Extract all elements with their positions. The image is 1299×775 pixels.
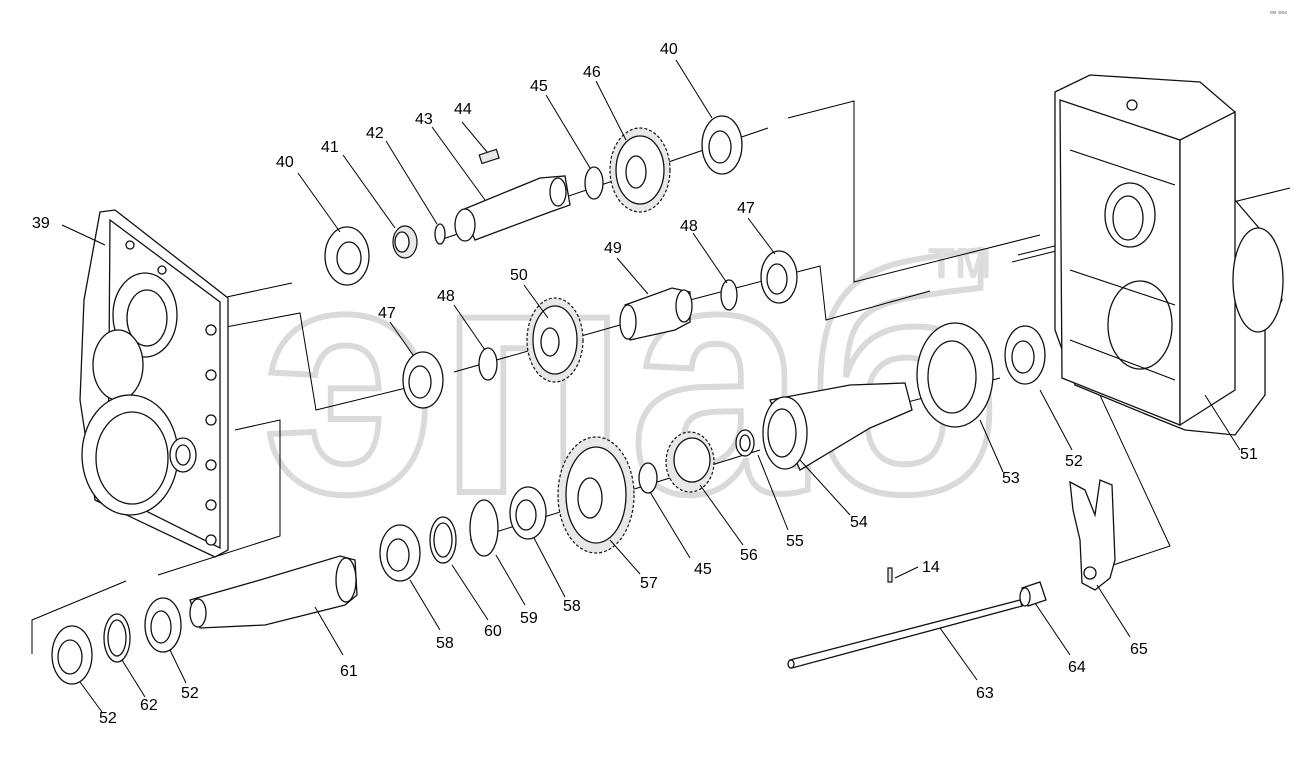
- callout-64: 64: [1068, 659, 1086, 676]
- callout-40: 40: [276, 154, 294, 171]
- pin-14: [887, 567, 893, 583]
- callout-63: 63: [976, 685, 994, 702]
- bearing-40-right: [701, 115, 743, 175]
- callout-44: 44: [454, 101, 472, 118]
- gear-56: [665, 431, 715, 493]
- shaft-43: [454, 175, 571, 242]
- callout-45: 45: [530, 78, 548, 95]
- key-44: [478, 148, 500, 165]
- callout-43: 43: [415, 111, 433, 128]
- callout-54: 54: [850, 514, 868, 531]
- front-cover-39: [79, 209, 229, 558]
- shift-fork-65: [1069, 479, 1116, 591]
- bearing-58-left: [379, 524, 421, 582]
- callout-55: 55: [786, 533, 804, 550]
- gear-50: [526, 297, 584, 383]
- callout-41: 41: [321, 139, 339, 156]
- callout-39: 39: [32, 215, 50, 232]
- watermark-tm: TM: [928, 239, 992, 288]
- callout-48: 48: [680, 218, 698, 235]
- snap-ring-42: [434, 223, 446, 245]
- callout-52: 52: [99, 710, 117, 727]
- ring-62: [103, 613, 131, 663]
- ring-55: [735, 429, 755, 457]
- callout-46: 46: [583, 64, 601, 81]
- callout-14: 14: [922, 559, 940, 576]
- snap-ring-48-right: [720, 279, 738, 311]
- callout-59: 59: [520, 610, 538, 627]
- bearing-40-left: [324, 226, 370, 286]
- callout-labels: 39 40 41 42 43 44 45 46 40 48 47 49 50 4…: [32, 41, 1258, 727]
- callout-40: 40: [660, 41, 678, 58]
- bearing-52-right: [1004, 325, 1046, 385]
- bearing-58-right: [509, 486, 547, 540]
- snap-ring-59: [469, 499, 499, 557]
- input-shaft-61: [189, 555, 358, 629]
- spacer-64: [1019, 581, 1047, 607]
- callout-57: 57: [640, 575, 658, 592]
- shift-rod-63: [787, 599, 1023, 669]
- callout-58: 58: [563, 598, 581, 615]
- callout-52: 52: [181, 685, 199, 702]
- bearing-47-left: [402, 351, 444, 409]
- callout-47: 47: [737, 200, 755, 217]
- callout-47: 47: [378, 305, 396, 322]
- bearing-53: [916, 322, 994, 428]
- callout-58: 58: [436, 635, 454, 652]
- gear-57: [557, 436, 635, 554]
- callout-62: 62: [140, 697, 158, 714]
- callout-49: 49: [604, 240, 622, 257]
- callout-50: 50: [510, 267, 528, 284]
- corner-mark: ᵉᶰ ᵉᵉᵉ: [1270, 9, 1287, 18]
- needle-bearing-41: [392, 225, 418, 259]
- leader-lines: [61, 59, 1241, 713]
- shaft-hub-54: [762, 382, 913, 471]
- callout-48: 48: [437, 288, 455, 305]
- callout-65: 65: [1130, 641, 1148, 658]
- bearing-47-right: [760, 250, 798, 304]
- bearing-52-inner: [144, 597, 182, 653]
- callout-53: 53: [1002, 470, 1020, 487]
- shaft-49: [619, 287, 693, 341]
- callout-45: 45: [694, 561, 712, 578]
- snap-ring-45-upper: [584, 166, 604, 200]
- callout-42: 42: [366, 125, 384, 142]
- callout-51: 51: [1240, 446, 1258, 463]
- callout-56: 56: [740, 547, 758, 564]
- snap-ring-45-lower: [638, 462, 658, 494]
- callout-60: 60: [484, 623, 502, 640]
- callout-52: 52: [1065, 453, 1083, 470]
- snap-ring-48-left: [478, 347, 498, 381]
- gearbox-housing-51: [1054, 74, 1284, 436]
- seal-52-outer: [51, 625, 93, 685]
- callout-61: 61: [340, 663, 358, 680]
- ring-60: [429, 516, 457, 564]
- gear-46: [609, 127, 671, 213]
